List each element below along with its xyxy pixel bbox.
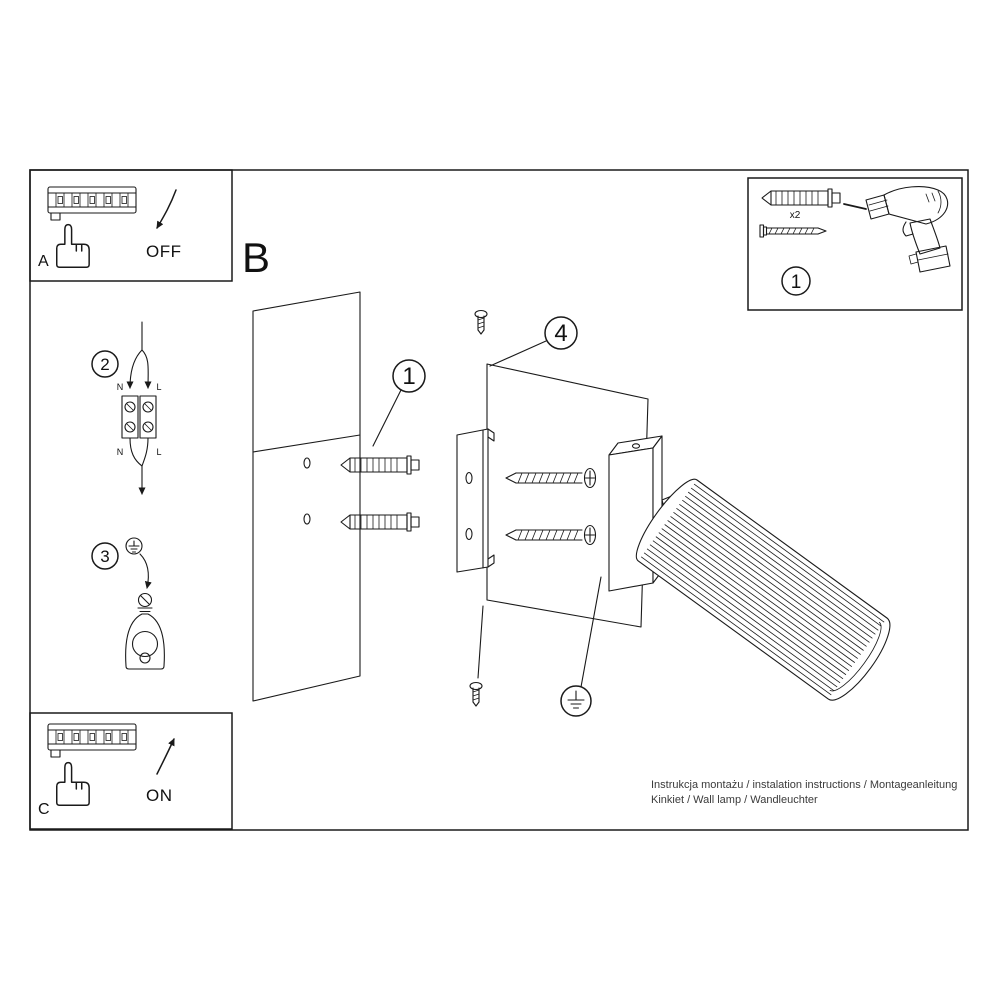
breaker-panel-icon [47, 723, 137, 758]
step-3-badge: 3 [91, 542, 119, 570]
switch-on-arrow-icon [156, 738, 175, 775]
breaker-panel-icon [47, 186, 137, 221]
lamp-shade [635, 478, 891, 701]
wall-anchor-icon [761, 188, 841, 208]
pointing-hand-icon [56, 223, 90, 268]
section-b-label: B [242, 234, 270, 281]
wall-hole-lower [303, 513, 311, 525]
wiring-step: 2 N L N L [91, 321, 162, 495]
mounting-screw-top-icon [474, 309, 488, 335]
section-a-label: A [38, 253, 49, 270]
svg-text:1: 1 [791, 272, 802, 293]
mounting-bracket-icon [456, 428, 495, 573]
callout-1-leader [372, 389, 402, 447]
screw-icon [759, 224, 827, 238]
assembly-diagram: 1 4 [252, 291, 891, 717]
wire-split-diagram: N L N L [117, 321, 162, 495]
panel-power-off: OFF A [29, 169, 233, 282]
wall-anchor-lower-icon [340, 512, 420, 532]
main-frame [29, 169, 969, 831]
terminal-block-icon [121, 395, 157, 439]
fixing-screw-upper-icon [505, 467, 597, 489]
wire-l-bottom-label: L [156, 447, 161, 457]
wire-n-bottom-label: N [117, 447, 124, 457]
wall-anchor-upper-icon [340, 455, 420, 475]
anchor-quantity-label: x2 [790, 210, 801, 221]
earth-symbol-icon [125, 537, 143, 555]
earth-symbol-icon [567, 690, 585, 709]
callout-4-leader [489, 340, 547, 367]
wire-l-top-label: L [156, 382, 161, 392]
state-off-label: OFF [146, 242, 182, 261]
ground-leader [580, 576, 602, 688]
footer-line-1: Instrukcja montażu / instalation instruc… [651, 779, 957, 791]
state-on-label: ON [146, 786, 173, 805]
svg-text:2: 2 [100, 355, 109, 374]
footer-line-2: Kinkiet / Wall lamp / Wandleuchter [651, 794, 818, 806]
step-1-tools-badge: 1 [781, 266, 811, 296]
ground-symbol-badge [560, 576, 602, 717]
callout-4-badge: 4 [489, 316, 578, 367]
section-c-label: C [38, 801, 50, 818]
wall-panel [252, 291, 361, 702]
earth-wire [139, 553, 152, 589]
mounting-screw-bottom-icon [469, 681, 483, 707]
wall-hole-upper [303, 457, 311, 469]
step-2-badge: 2 [91, 350, 119, 378]
wire-n-top-label: N [117, 382, 124, 392]
pointing-hand-icon [56, 761, 90, 806]
grounding-step: 3 [91, 537, 165, 670]
bottom-screw-guide-line [477, 605, 484, 679]
panel-power-on: ON C [29, 712, 233, 830]
fixing-screw-lower-icon [505, 524, 597, 546]
switch-off-arrow-icon [156, 189, 177, 229]
toolbox-panel: x2 1 [747, 177, 963, 311]
cord-grip-icon [125, 592, 165, 670]
svg-text:4: 4 [554, 320, 567, 347]
callout-1-badge: 1 [372, 359, 426, 447]
svg-text:3: 3 [100, 547, 109, 566]
drill-icon [843, 186, 951, 273]
svg-text:1: 1 [402, 363, 415, 390]
